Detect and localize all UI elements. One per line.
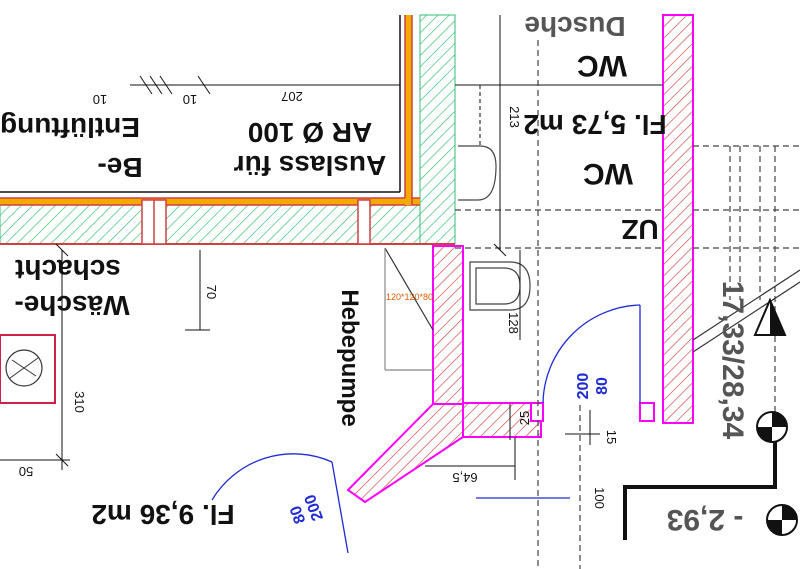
dim-50: 50 xyxy=(19,464,33,479)
dim-128: 128 xyxy=(506,312,521,334)
dim-64-5: 64,5 xyxy=(452,470,477,485)
dim-25: 25 xyxy=(517,411,532,425)
label-entlueftung: Entlüftung xyxy=(0,112,140,143)
exterior-wall xyxy=(0,14,456,245)
door-swings xyxy=(211,304,641,554)
label-hebepumpe: Hebepumpe xyxy=(336,289,363,426)
level-marker xyxy=(623,297,798,540)
label-ar: AR Ø 100 xyxy=(248,117,373,148)
label-wc-room: WC xyxy=(583,157,633,190)
door-labels: 80 200 80 200 xyxy=(287,373,611,526)
label-auslass: Auslass für xyxy=(234,150,387,181)
room-labels: Dusche WC Fl. 5,73 m2 WC Be- Entlüftung … xyxy=(0,11,749,536)
dimension-labels: 10 10 207 213 70 128 310 50 25 15 64,5 1… xyxy=(19,89,619,509)
label-pump-size: 120*120*80 xyxy=(386,292,433,302)
label-level: - 2,93 xyxy=(667,503,744,536)
fixtures xyxy=(384,40,800,569)
label-wc-top: WC xyxy=(577,49,627,82)
dim-213: 213 xyxy=(507,106,522,128)
dimension-lines xyxy=(0,15,600,480)
dim-15: 15 xyxy=(604,430,619,444)
label-uz: UZ xyxy=(621,214,658,245)
dim-70: 70 xyxy=(204,285,219,299)
label-door-80-a: 80 xyxy=(594,377,611,395)
label-dusche: Dusche xyxy=(524,11,625,42)
dim-10-a: 10 xyxy=(93,92,107,107)
dim-100: 100 xyxy=(592,487,607,509)
label-be: Be- xyxy=(97,152,142,183)
interior-walls xyxy=(346,14,694,504)
label-wc-area: Fl. 5,73 m2 xyxy=(523,109,666,140)
dim-10-b: 10 xyxy=(183,92,197,107)
dim-207: 207 xyxy=(281,89,303,104)
label-door-80-b: 80 xyxy=(287,503,309,526)
label-schacht: schacht xyxy=(15,254,121,285)
label-door-200-a: 200 xyxy=(575,373,592,400)
label-stairs: 17,33/28,34 xyxy=(716,281,749,440)
dim-310: 310 xyxy=(72,391,87,413)
label-fl-area: Fl. 9,36 m2 xyxy=(91,499,234,530)
label-waesche: Wäsche- xyxy=(14,290,129,321)
